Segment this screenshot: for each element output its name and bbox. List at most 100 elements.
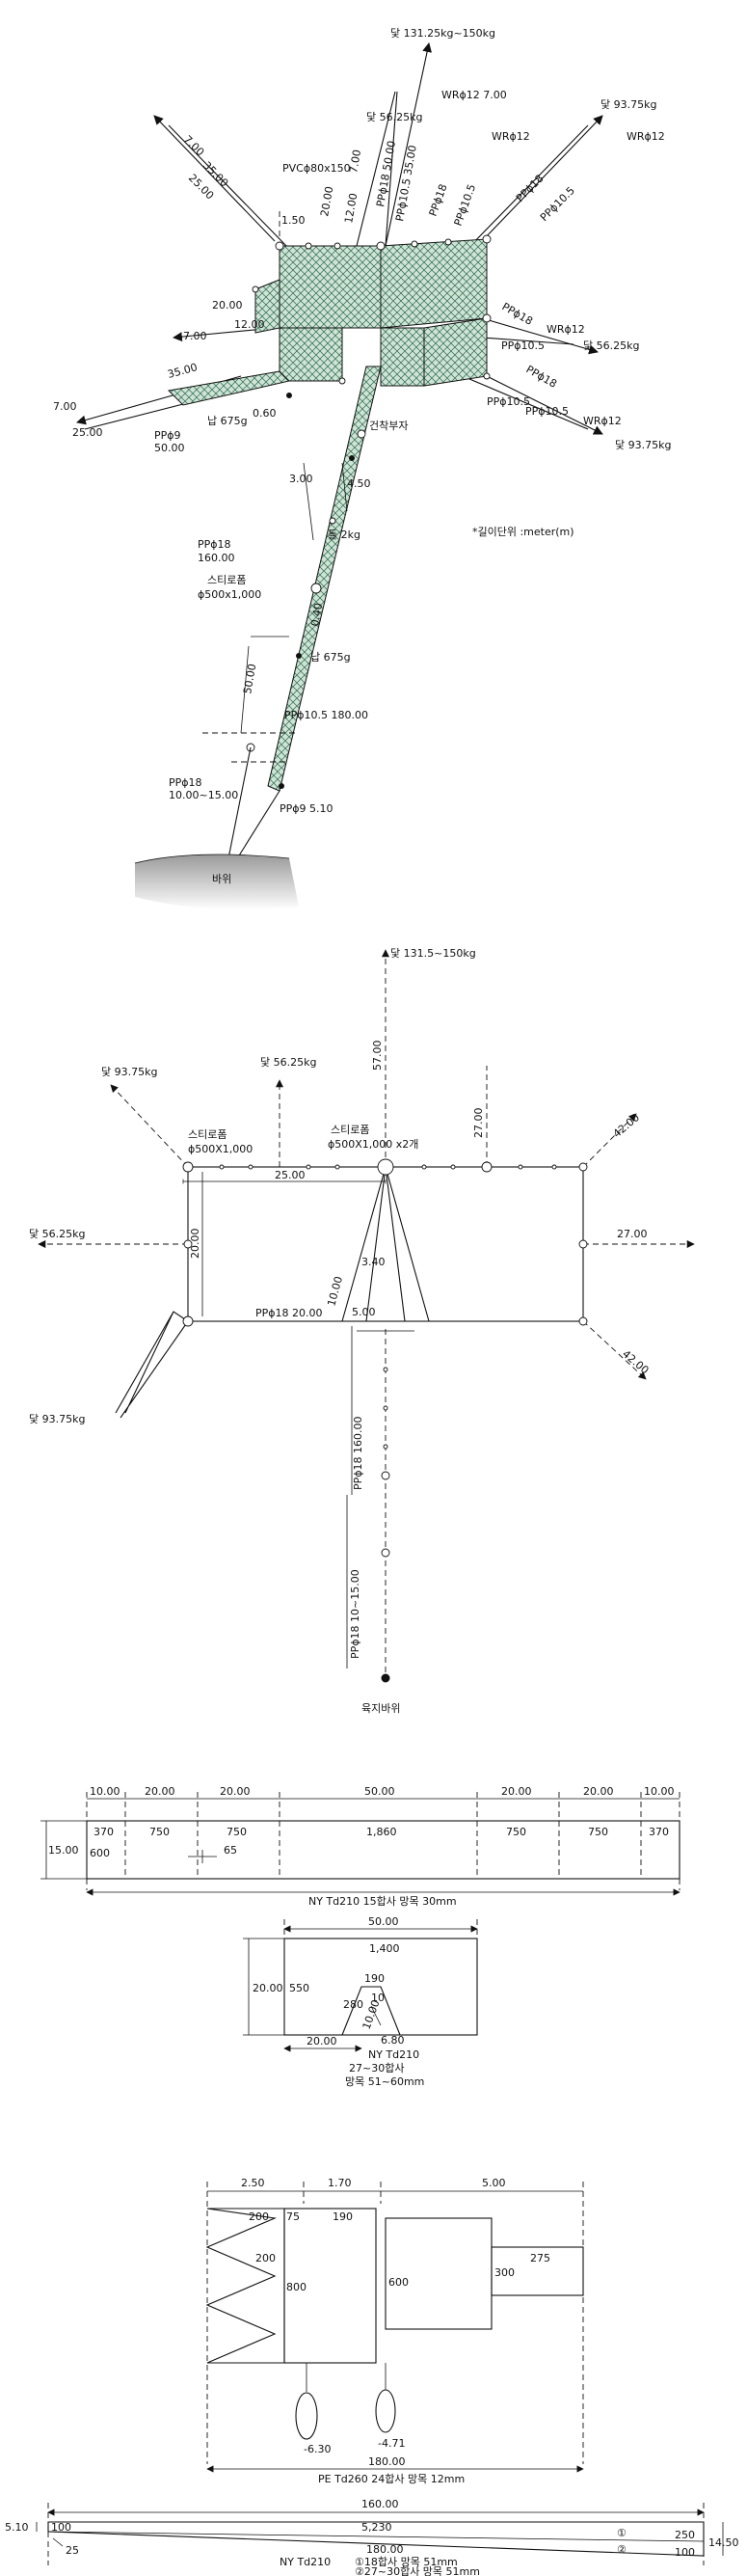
f6-h-510: 5.10 — [5, 2521, 29, 2534]
label-f2-27h: 27.00 — [617, 1228, 648, 1240]
f6-cap2: ①18합사 망목 51mm — [355, 2556, 458, 2568]
cod-end-right-rect — [385, 2217, 493, 2330]
cod-end-mid-rect — [283, 2208, 377, 2364]
f5-n-600: 600 — [388, 2276, 409, 2289]
f3-dim-2: 20.00 — [220, 1785, 251, 1798]
f5-d-500: 5.00 — [482, 2177, 506, 2189]
f4-n-550: 550 — [289, 1982, 309, 1994]
f5-n-800: 800 — [286, 2281, 307, 2293]
label-pp9-510: PPϕ9 5.10 — [280, 802, 333, 815]
net-panels — [167, 238, 488, 792]
label-v-20: 20.00 — [318, 185, 335, 217]
label-left-7a: 7.00 — [181, 133, 207, 159]
label-f2-42b: 42.00 — [620, 1347, 651, 1376]
label-l-7: 7.00 — [183, 330, 207, 342]
label-pp105-a: PPϕ10.5 — [452, 182, 479, 228]
label-anchor-tr: 닻 93.75kg — [600, 98, 656, 111]
f3-v-600: 600 — [90, 1847, 110, 1859]
label-pp9: PPϕ9 — [154, 429, 181, 442]
bag-net-rect — [283, 1938, 478, 2036]
f4-h-20: 20.00 — [253, 1982, 283, 1994]
f5-d-180: 180.00 — [368, 2455, 406, 2468]
label-lead-675a: 납 675g — [207, 415, 248, 427]
f6-cap1: NY Td210 — [280, 2556, 331, 2568]
label-f2-anchor-l: 닻 56.25kg — [29, 1228, 85, 1240]
label-v-7: 7.00 — [347, 149, 363, 174]
label-f2-land-rock: 육지바위 — [361, 1702, 400, 1715]
f5-d-170: 1.70 — [328, 2177, 352, 2189]
f4-n-1000: 10.00 — [360, 1998, 383, 2031]
label-pp18-r2: PPϕ18 — [500, 300, 535, 328]
inner-triangle — [341, 1166, 430, 1322]
label-styrofoam-size: ϕ500x1,000 — [198, 588, 261, 601]
rock-shape — [135, 854, 299, 910]
label-f2-styro-c: 스티로폼 — [331, 1124, 369, 1136]
label-stone: 돌 2kg — [328, 529, 360, 541]
figure-5-cod-end-spec: 2.50 1.70 5.00 200 75 190 200 800 600 30… — [205, 2177, 584, 2485]
label-d-150: 1.50 — [281, 214, 306, 227]
label-pp105-r3: PPϕ10.5 — [525, 405, 569, 418]
label-pp105-180: PPϕ10.5 180.00 — [284, 709, 368, 721]
f5-caption: PE Td260 24합사 망목 12mm — [318, 2473, 465, 2485]
f5-n-75: 75 — [286, 2210, 300, 2223]
f3-dim-5: 20.00 — [583, 1785, 614, 1798]
f4-w-20: 20.00 — [307, 2035, 337, 2047]
f6-n-25: 25 — [66, 2544, 79, 2557]
f6-c1: ① — [617, 2527, 627, 2539]
f3-cell-1: 750 — [149, 1826, 170, 1838]
rope-to-rock — [226, 746, 252, 869]
f5-l-630: -6.30 — [304, 2443, 331, 2455]
label-f2-42a: 42.00 — [611, 1111, 642, 1140]
f5-n-275: 275 — [530, 2252, 550, 2264]
figure-4-bag-net-spec: 50.00 1,400 20.00 550 190 280 10 10.00 2… — [243, 1915, 478, 2088]
label-f2-styro-l: 스티로폼 — [188, 1128, 227, 1141]
f6-c2: ② — [617, 2543, 627, 2556]
label-pp9-50: 50.00 — [154, 442, 185, 454]
cod-end-tail — [491, 2246, 584, 2296]
f6-n-250: 250 — [675, 2529, 695, 2541]
wing-net-taper — [47, 2521, 705, 2557]
label-anchor-tl: 닻 56.25kg — [366, 111, 422, 123]
label-pp105-r2: PPϕ10.5 — [501, 339, 545, 352]
label-unit: *길이단위 :meter(m) — [472, 526, 574, 538]
label-pp18-160: PPϕ18 — [198, 538, 231, 551]
f3-h-15: 15.00 — [48, 1844, 79, 1857]
f6-cap3: ②27~30합사 망목 51mm — [355, 2565, 480, 2576]
label-f2-styro-c-size: ϕ500X1,000 x2개 — [328, 1138, 418, 1151]
f6-w-180: 180.00 — [366, 2543, 404, 2556]
f4-d-680: 6.80 — [381, 2034, 405, 2047]
label-l-25: 25.00 — [72, 426, 103, 439]
ring-b — [375, 2389, 396, 2433]
f5-n-200b: 200 — [255, 2252, 276, 2264]
net-outline-rect — [187, 1166, 584, 1322]
f3-n-65: 65 — [224, 1844, 237, 1857]
label-l-20: 20.00 — [212, 299, 243, 312]
f5-n-200a: 200 — [249, 2210, 269, 2223]
f6-n-5230: 5,230 — [361, 2521, 392, 2534]
f4-cap3: 망목 51~60mm — [345, 2075, 424, 2088]
main-net-rect — [86, 1820, 680, 1880]
f3-cell-2: 750 — [227, 1826, 247, 1838]
f3-dim-4: 20.00 — [501, 1785, 532, 1798]
figure-3-main-net-spec: 10.00 20.00 20.00 50.00 20.00 20.00 10.0… — [40, 1785, 680, 1908]
bottom-left-wing — [115, 1311, 189, 1419]
f3-cell-3: 1,860 — [366, 1826, 397, 1838]
ring-a — [295, 2392, 318, 2440]
label-pp105-m: PPϕ10.5 — [487, 395, 530, 408]
label-top-anchor: 닻 131.25kg~150kg — [390, 27, 495, 40]
label-anchor-br: 닻 93.75kg — [615, 439, 671, 451]
f5-n-300: 300 — [494, 2266, 515, 2279]
label-wr12-br: WRϕ12 — [583, 415, 622, 427]
label-f2-anchor-tm: 닻 56.25kg — [260, 1056, 316, 1069]
f6-h-1450: 14.50 — [708, 2536, 739, 2549]
label-f2-5: 5.00 — [352, 1306, 376, 1318]
f4-w-50: 50.00 — [368, 1915, 399, 1928]
f3-dim-0: 10.00 — [90, 1785, 120, 1798]
label-pvc: PVCϕ80x150 — [282, 162, 351, 175]
label-styrofoam: 스티로폼 — [207, 574, 246, 586]
zigzag-section — [205, 2208, 285, 2364]
label-pp18-160v: 160.00 — [198, 552, 235, 564]
label-f2-57: 57.00 — [371, 1041, 384, 1071]
f3-cell-0: 370 — [93, 1826, 114, 1838]
